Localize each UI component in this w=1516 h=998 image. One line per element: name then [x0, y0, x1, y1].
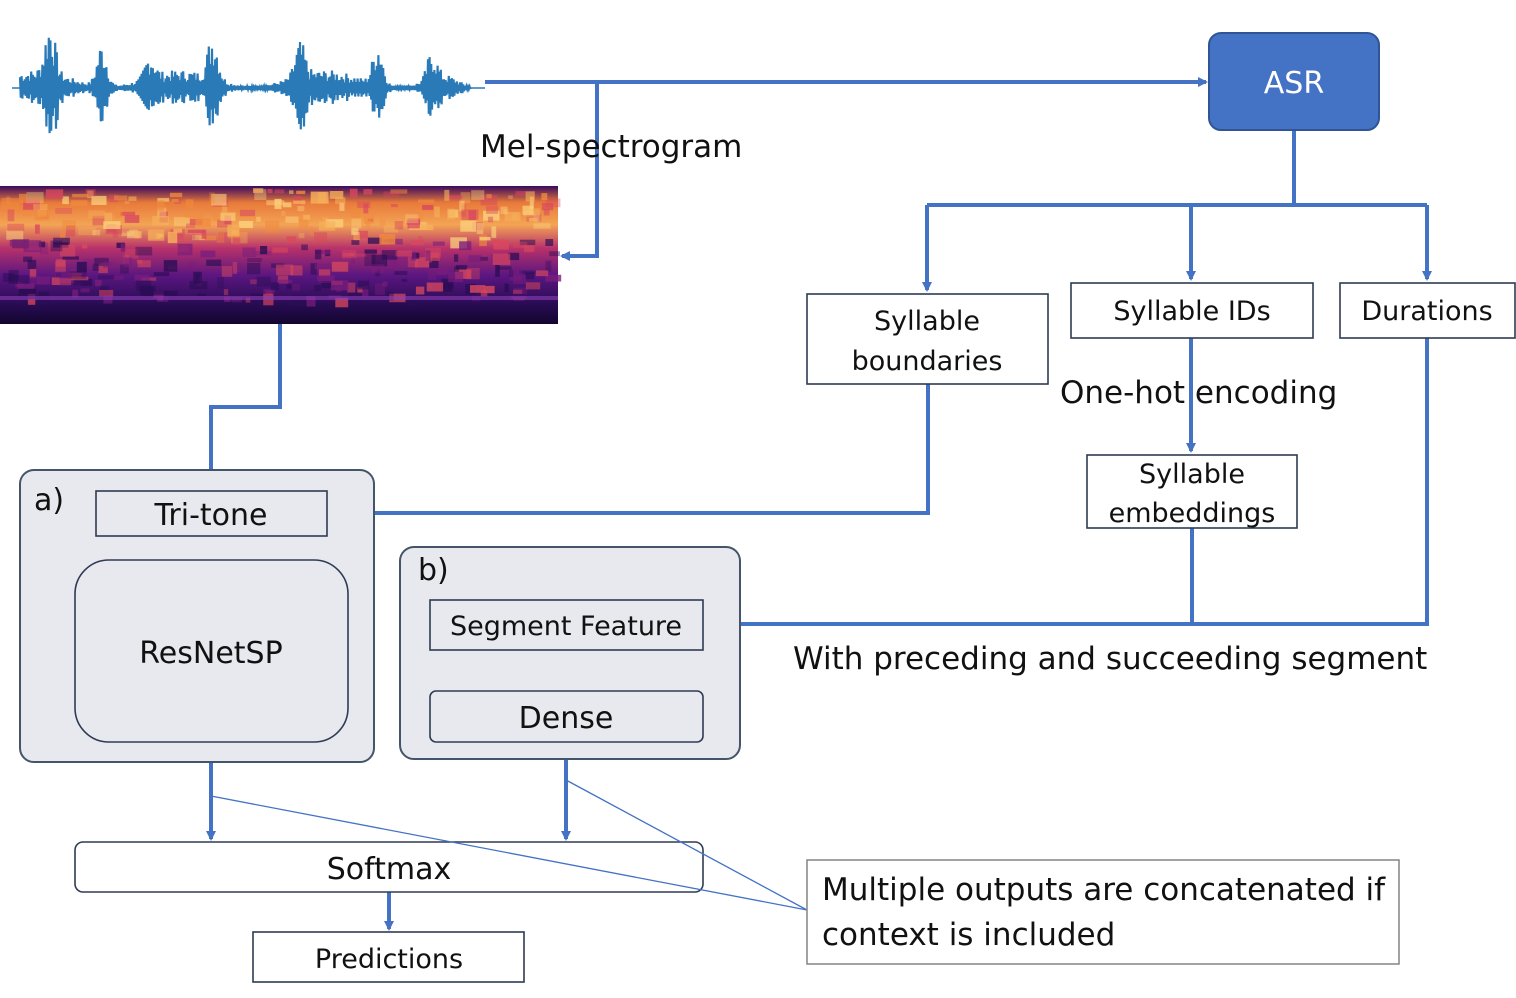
mel-spectrogram-label: Mel-spectrogram [480, 129, 742, 165]
panel-a: a) Tri-tone ResNetSP [19, 469, 375, 763]
tri-tone-box [95, 490, 328, 537]
mel-spectrogram-image [0, 186, 562, 324]
resnetsp-label: ResNetSP [139, 636, 282, 671]
dense-label: Dense [519, 701, 614, 736]
segment-feature-box [429, 599, 704, 651]
arrow-context-to-segment-feature [704, 338, 1429, 629]
asr-node: ASR [1208, 32, 1380, 131]
segment-feature-label: Segment Feature [450, 611, 682, 642]
panel-b: b) Segment Feature Dense [399, 546, 741, 760]
callout-lines [210, 779, 808, 911]
resnetsp-box [74, 559, 349, 743]
softmax-node: Softmax [74, 841, 704, 893]
arrow-waveform-to-spectrogram [560, 82, 599, 261]
syllable-boundaries-node: Syllable boundaries [806, 293, 1049, 385]
softmax-label: Softmax [327, 852, 452, 887]
note-line2: context is included [822, 917, 1115, 953]
syllable-ids-node: Syllable IDs [1070, 282, 1314, 339]
durations-node: Durations [1339, 282, 1516, 339]
audio-waveform-image [12, 37, 485, 134]
tri-tone-label: Tri-tone [154, 498, 268, 533]
durations-label: Durations [1361, 296, 1492, 327]
syllable-boundaries-label-line2: boundaries [852, 346, 1003, 377]
syllable-embeddings-label-line2: embeddings [1109, 498, 1276, 529]
panel-b-label: b) [418, 553, 449, 588]
connectors [206, 77, 1432, 931]
one-hot-encoding-label: One-hot encoding [1060, 375, 1337, 411]
syllable-boundaries-label-line1: Syllable [874, 306, 980, 337]
panel-a-label: a) [34, 483, 64, 518]
predictions-node: Predictions [252, 931, 525, 983]
dense-box [429, 690, 704, 743]
predictions-label: Predictions [315, 944, 463, 975]
arrow-spectrogram-to-tritone [206, 324, 282, 491]
context-segment-label: With preceding and succeeding segment [793, 641, 1427, 677]
note-line1: Multiple outputs are concatenated if [822, 872, 1386, 908]
syllable-embeddings-node: Syllable embeddings [1086, 454, 1298, 529]
syllable-embeddings-label-line1: Syllable [1139, 459, 1245, 490]
syllable-ids-label: Syllable IDs [1113, 296, 1270, 327]
waveform-trace [18, 37, 472, 134]
asr-label: ASR [1264, 66, 1324, 101]
arrow-boundaries-to-tritone [329, 384, 930, 518]
note-box: Multiple outputs are concatenated if con… [806, 859, 1400, 965]
